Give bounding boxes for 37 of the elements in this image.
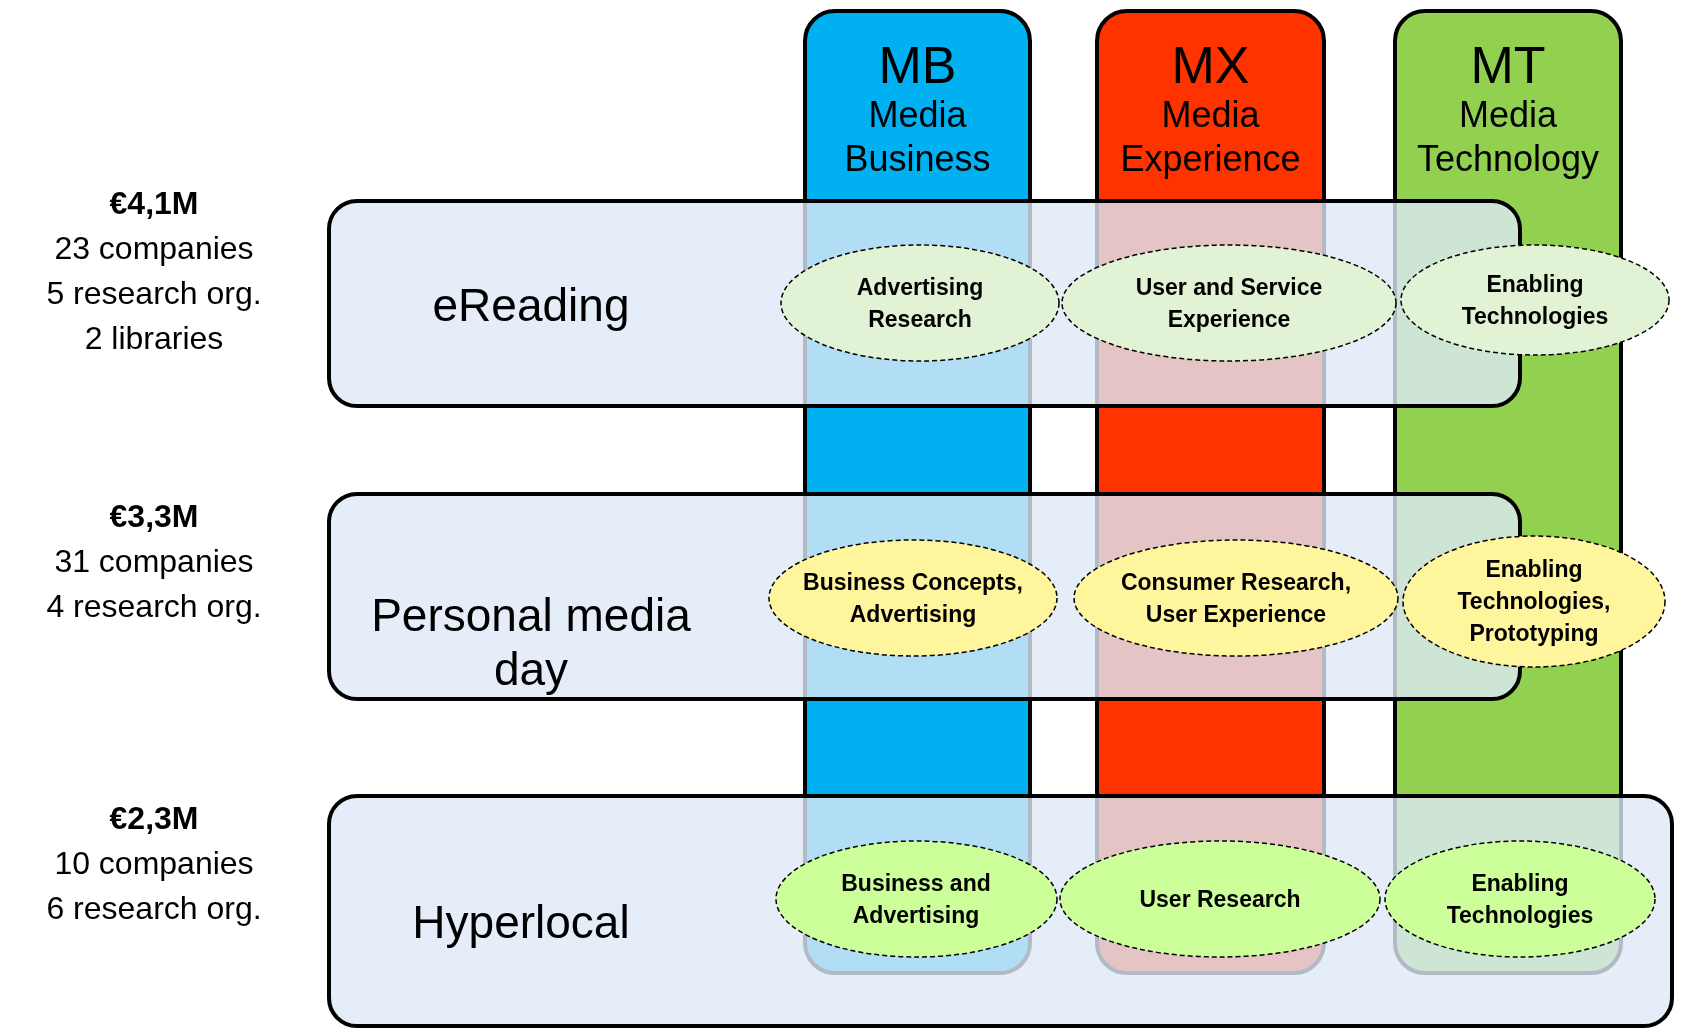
ellipse-node bbox=[774, 840, 1058, 958]
funding-amount: €2,3M bbox=[108, 799, 200, 838]
funding-amount: €3,3M bbox=[108, 497, 200, 536]
row-title: eReading bbox=[431, 278, 631, 332]
ellipse-label: User and Service Experience bbox=[1134, 273, 1324, 334]
column-code: MT bbox=[1470, 37, 1546, 93]
partner-count: 31 companies bbox=[53, 542, 255, 581]
partner-count: 6 research org. bbox=[45, 889, 263, 928]
ellipse-node bbox=[768, 539, 1058, 657]
ellipse-node bbox=[1061, 244, 1397, 362]
column-title: Media Experience bbox=[1119, 93, 1302, 181]
ellipse-label: User Research bbox=[1138, 885, 1302, 914]
ellipse-node bbox=[1384, 840, 1656, 958]
partner-count: 4 research org. bbox=[45, 587, 263, 626]
ellipse-label: Enabling Technologies bbox=[1460, 270, 1610, 331]
ellipse-node bbox=[1400, 244, 1670, 356]
ellipse-node bbox=[1402, 534, 1666, 668]
partner-count: 23 companies bbox=[53, 229, 255, 268]
ellipse-label: Consumer Research, User Experience bbox=[1119, 568, 1353, 629]
ellipse-label: Business Concepts, Advertising bbox=[802, 568, 1024, 629]
ellipse-node bbox=[1059, 840, 1381, 958]
partner-count: 2 libraries bbox=[83, 319, 225, 358]
row-title: Personal media day bbox=[370, 588, 692, 696]
column-code: MB bbox=[878, 37, 957, 93]
ellipse-label: Advertising Research bbox=[855, 273, 985, 334]
column-title: Media Technology bbox=[1415, 93, 1601, 181]
ellipse-node bbox=[1073, 539, 1399, 657]
ellipse-label: Business and Advertising bbox=[840, 869, 992, 930]
partner-count: 10 companies bbox=[53, 844, 255, 883]
ellipse-label: Enabling Technologies, Prototyping bbox=[1456, 555, 1612, 648]
funding-amount: €4,1M bbox=[108, 184, 200, 223]
partner-count: 5 research org. bbox=[45, 274, 263, 313]
column-title: Media Business bbox=[843, 93, 992, 181]
ellipse-node bbox=[780, 244, 1060, 362]
ellipse-label: Enabling Technologies bbox=[1445, 869, 1595, 930]
row-title: Hyperlocal bbox=[411, 895, 631, 949]
column-code: MX bbox=[1171, 37, 1250, 93]
